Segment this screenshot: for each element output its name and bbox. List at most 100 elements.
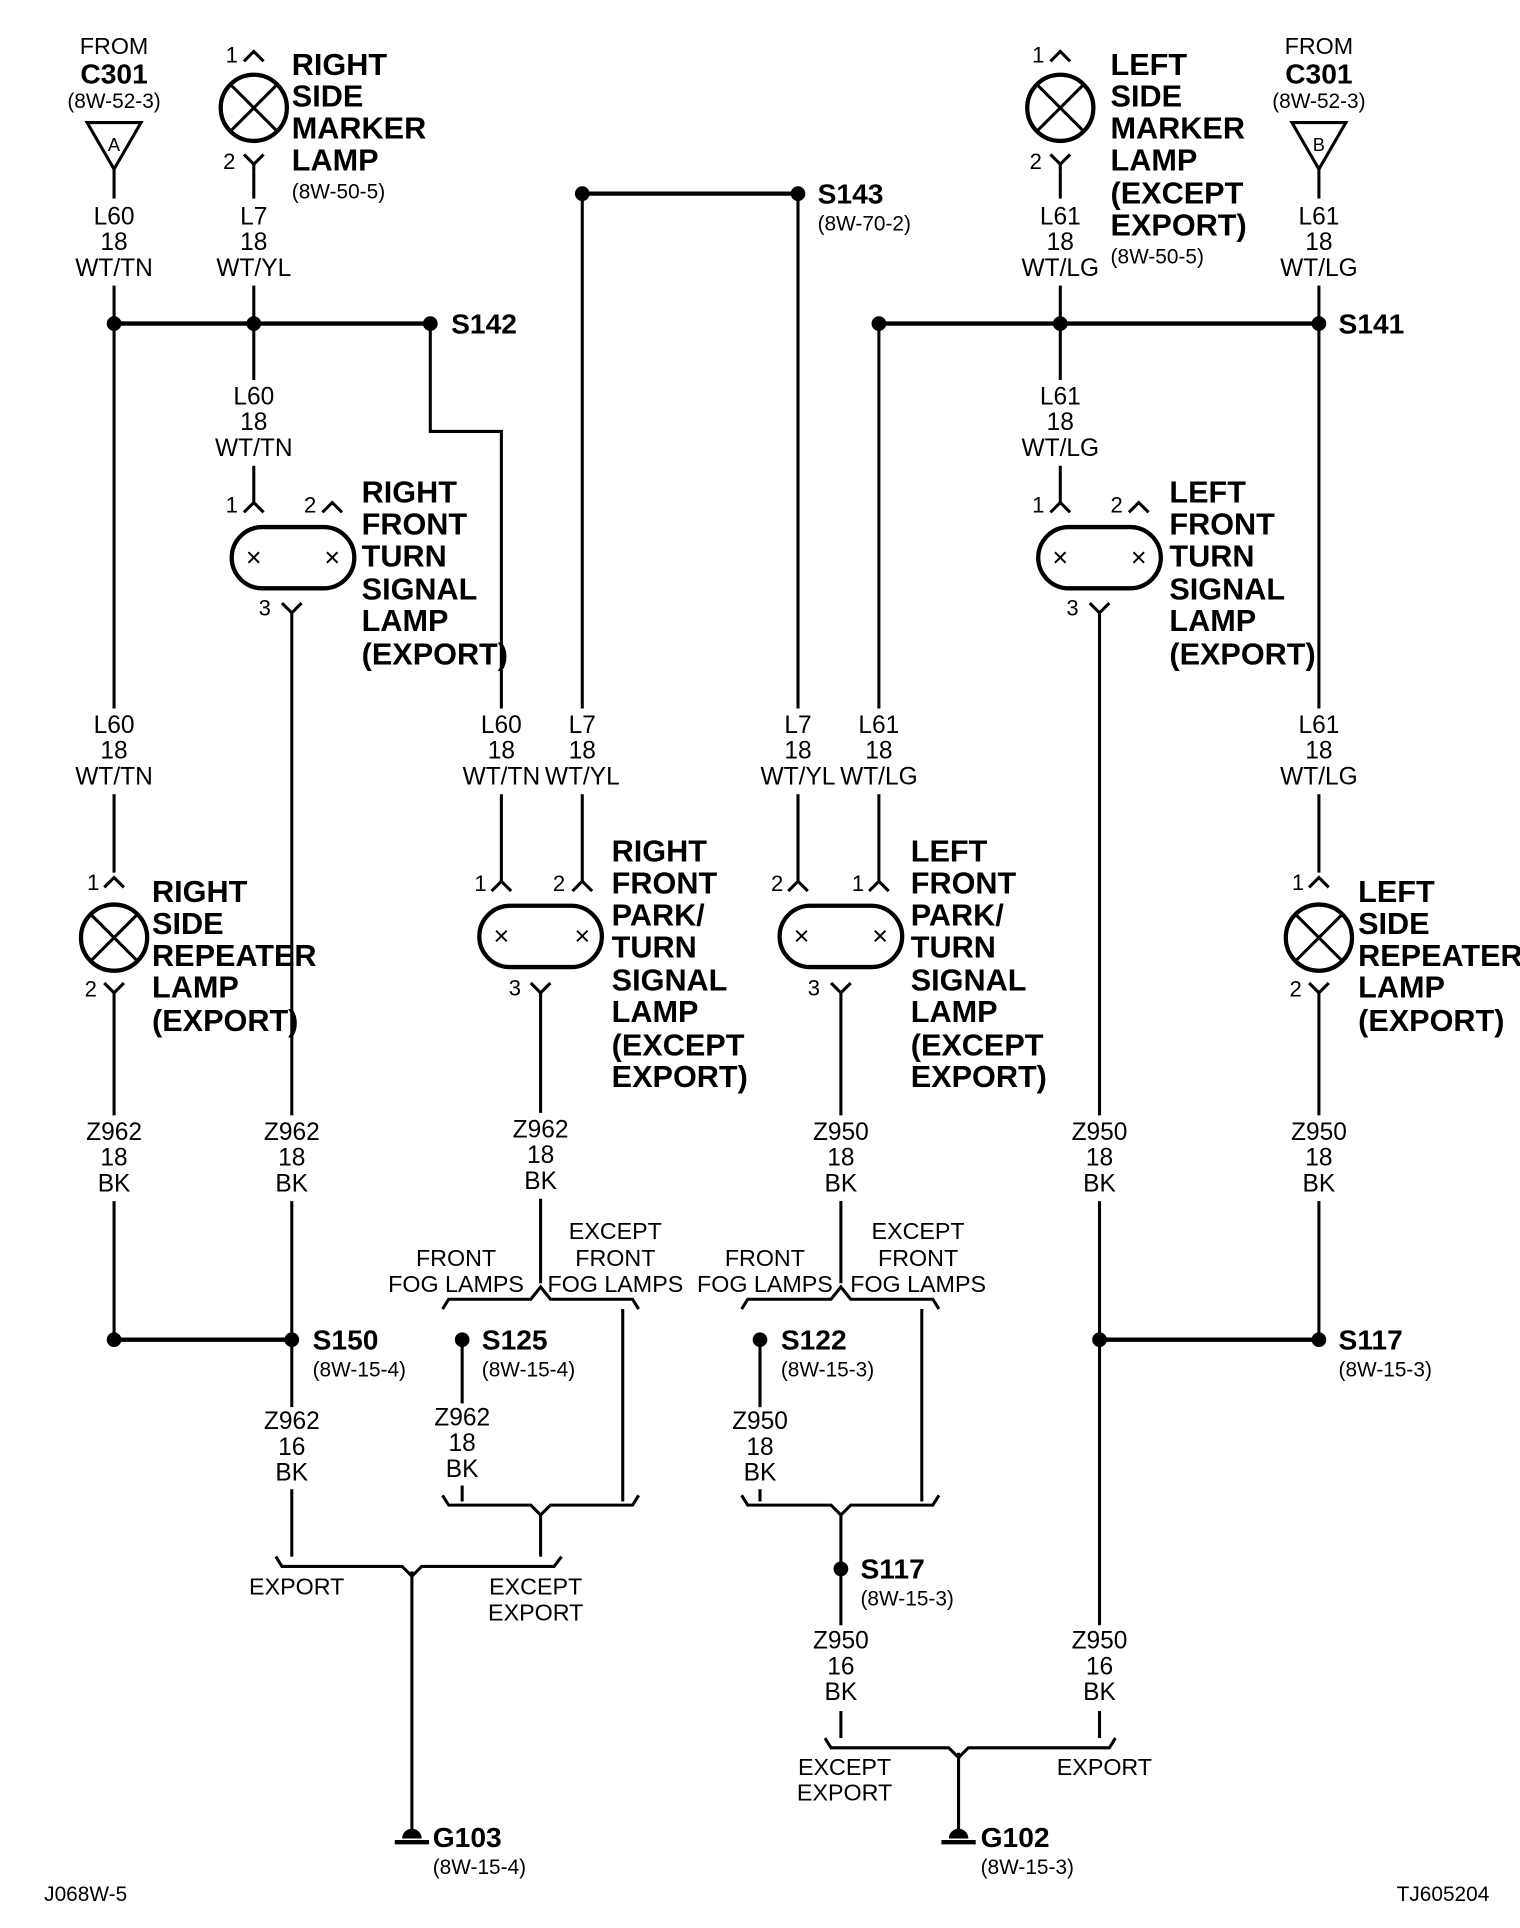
svg-text:Z950: Z950 xyxy=(1291,1119,1347,1146)
svg-text:BK: BK xyxy=(825,1170,858,1197)
svg-text:BK: BK xyxy=(825,1679,858,1706)
splice-dot-s117 xyxy=(833,1561,849,1577)
svg-text:2: 2 xyxy=(1111,492,1123,517)
svg-text:BK: BK xyxy=(524,1168,557,1195)
connector-triangle-icon xyxy=(1289,121,1349,173)
svg-text:2: 2 xyxy=(304,492,316,517)
wire-label: L61 18 WT/LG xyxy=(1021,383,1099,461)
svg-text:L61: L61 xyxy=(1040,383,1081,410)
pin-male-icon xyxy=(1088,601,1111,616)
svg-text:TURN: TURN xyxy=(612,930,697,964)
splice-label-s142: S142 xyxy=(451,307,517,339)
svg-text:WT/YL: WT/YL xyxy=(545,763,620,790)
ground-icon xyxy=(948,1828,969,1839)
svg-text:Z962: Z962 xyxy=(513,1116,569,1143)
splice-dot xyxy=(106,1332,122,1348)
svg-text:×: × xyxy=(246,542,262,572)
svg-text:EXPORT: EXPORT xyxy=(797,1780,892,1806)
splice-dot-s150 xyxy=(284,1332,300,1348)
svg-text:18: 18 xyxy=(569,738,596,765)
left-front-park-turn-signal-lamp: 2 1 × × 3 LEFT FRONT PARK/ TURN SIGNAL L… xyxy=(771,835,1047,1095)
svg-text:WT/YL: WT/YL xyxy=(761,763,836,790)
svg-text:WT/LG: WT/LG xyxy=(1280,763,1358,790)
svg-text:WT/LG: WT/LG xyxy=(1280,255,1358,282)
pin-female-icon xyxy=(868,879,890,893)
svg-text:TURN: TURN xyxy=(1169,539,1254,573)
svg-text:3: 3 xyxy=(509,975,521,1000)
svg-text:(8W-52-3): (8W-52-3) xyxy=(67,90,160,113)
wire-labels: L60 18 WT/TN L7 18 WT/YL L61 18 WT/LG L6… xyxy=(75,203,1357,1706)
svg-text:BK: BK xyxy=(275,1170,308,1197)
svg-text:1: 1 xyxy=(1032,492,1044,517)
svg-text:L60: L60 xyxy=(233,383,274,410)
svg-text:(EXCEPT: (EXCEPT xyxy=(911,1028,1044,1062)
right-side-marker-lamp: 1 2 RIGHT SIDE MARKER LAMP (8W-50-5) xyxy=(218,43,426,204)
export-merge-bracket-left xyxy=(823,1737,1117,1760)
svg-text:FROM: FROM xyxy=(80,33,148,59)
splice-label-s141: S141 xyxy=(1339,307,1405,339)
splice-dot xyxy=(106,316,122,331)
wire-label: Z962 18 BK xyxy=(264,1119,320,1197)
pin-female-icon xyxy=(1127,500,1150,514)
svg-text:Z950: Z950 xyxy=(1072,1119,1128,1146)
svg-text:3: 3 xyxy=(808,975,820,1000)
svg-text:Z950: Z950 xyxy=(1072,1628,1128,1655)
svg-text:RIGHT: RIGHT xyxy=(292,48,388,82)
pin-male-icon xyxy=(242,153,265,167)
splice-dot xyxy=(1052,316,1068,331)
svg-text:18: 18 xyxy=(488,738,515,765)
svg-text:18: 18 xyxy=(100,1145,127,1172)
splice-label-s150: S150 xyxy=(313,1323,379,1355)
svg-text:18: 18 xyxy=(100,229,127,256)
svg-text:(8W-15-3): (8W-15-3) xyxy=(781,1358,874,1381)
ground-icon xyxy=(402,1828,422,1839)
svg-text:(8W-15-4): (8W-15-4) xyxy=(433,1856,526,1879)
svg-text:3: 3 xyxy=(1066,595,1078,620)
svg-text:1: 1 xyxy=(852,871,864,896)
wire-label: L61 18 WT/LG xyxy=(840,712,918,790)
svg-text:RIGHT: RIGHT xyxy=(362,476,458,510)
left-side-repeater-lamp: 1 2 LEFT SIDE REPEATER LAMP (EXPORT) xyxy=(1283,870,1520,1038)
lamp-oval-icon xyxy=(1036,524,1163,591)
splice-dots xyxy=(106,186,1327,1577)
svg-text:EXPORT: EXPORT xyxy=(1057,1754,1152,1780)
wire-label: L61 18 WT/LG xyxy=(1280,712,1358,790)
svg-text:L61: L61 xyxy=(1040,203,1081,230)
svg-text:Z950: Z950 xyxy=(732,1408,788,1435)
svg-text:Z950: Z950 xyxy=(813,1628,869,1655)
svg-text:18: 18 xyxy=(1047,409,1074,436)
svg-text:18: 18 xyxy=(1047,229,1074,256)
svg-text:A: A xyxy=(108,134,121,155)
svg-text:L7: L7 xyxy=(569,712,596,739)
svg-text:18: 18 xyxy=(100,738,127,765)
wire-label: L60 18 WT/TN xyxy=(75,203,153,281)
pin-male-icon xyxy=(103,981,125,995)
wire-label: Z962 18 BK xyxy=(513,1116,569,1194)
pin-female-icon xyxy=(1049,500,1072,514)
svg-text:LAMP: LAMP xyxy=(1111,143,1198,177)
wire-label: Z962 18 BK xyxy=(86,1119,142,1197)
svg-text:WT/TN: WT/TN xyxy=(75,255,153,282)
svg-text:(8W-50-5): (8W-50-5) xyxy=(292,181,385,204)
svg-text:×: × xyxy=(1131,542,1147,572)
wire-label: L60 18 WT/TN xyxy=(215,383,293,461)
svg-text:×: × xyxy=(494,921,510,951)
branch-brackets xyxy=(274,1284,1117,1760)
svg-text:TURN: TURN xyxy=(362,539,447,573)
svg-text:(EXPORT): (EXPORT) xyxy=(362,637,508,671)
svg-text:(EXPORT): (EXPORT) xyxy=(1169,637,1315,671)
svg-text:(EXPORT): (EXPORT) xyxy=(1358,1004,1504,1038)
svg-text:REPEATER: REPEATER xyxy=(152,939,317,973)
svg-text:RIGHT: RIGHT xyxy=(152,875,248,909)
svg-text:18: 18 xyxy=(449,1430,476,1457)
svg-text:FROM: FROM xyxy=(1285,33,1354,59)
lamp-oval-icon xyxy=(777,903,905,970)
svg-text:SIDE: SIDE xyxy=(1111,80,1182,114)
svg-text:FRONT: FRONT xyxy=(725,1245,805,1271)
svg-text:EXCEPT: EXCEPT xyxy=(569,1218,662,1244)
svg-text:FRONT: FRONT xyxy=(1169,507,1275,541)
svg-text:EXPORT: EXPORT xyxy=(488,1599,583,1625)
left-front-turn-signal-lamp: 1 2 × × 3 LEFT FRONT TURN SIGNAL LAMP (E… xyxy=(1032,476,1316,672)
svg-text:18: 18 xyxy=(1305,1145,1332,1172)
svg-text:EXPORT): EXPORT) xyxy=(1111,208,1247,242)
